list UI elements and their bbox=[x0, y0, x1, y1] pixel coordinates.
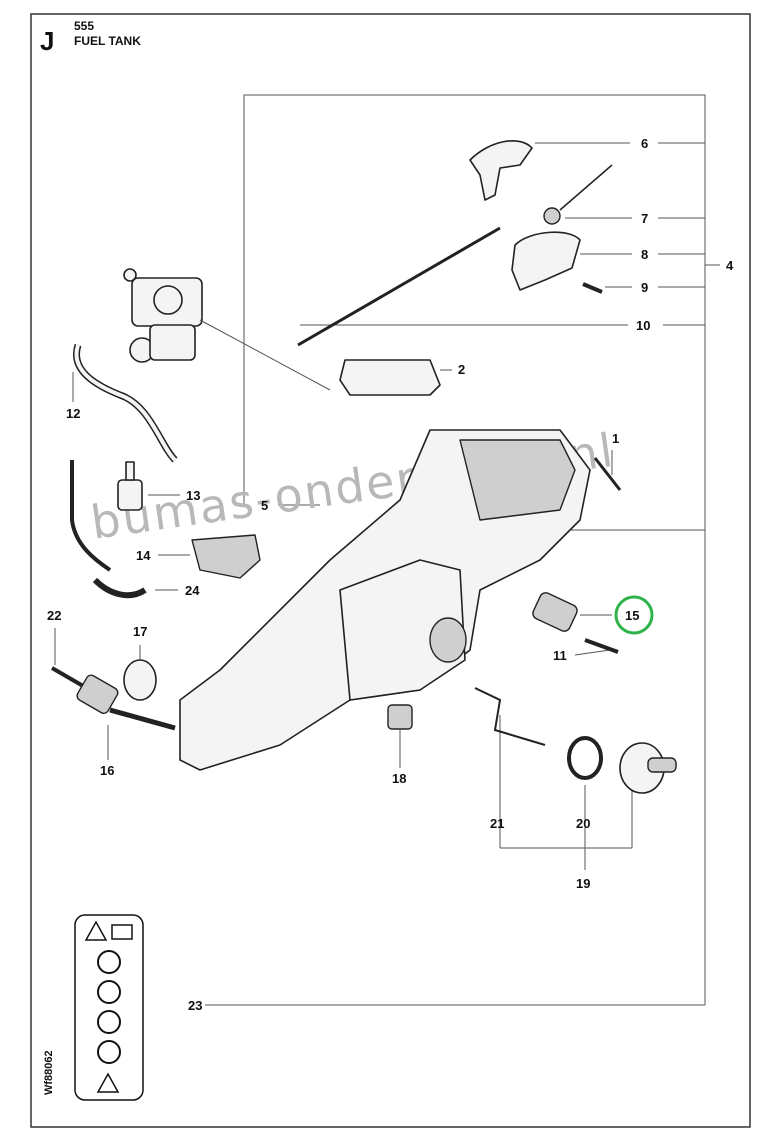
leader-lines bbox=[54, 142, 705, 768]
callout-9[interactable]: 9 bbox=[641, 280, 648, 295]
screw-drawing bbox=[593, 457, 622, 491]
callout-14[interactable]: 14 bbox=[136, 548, 151, 563]
o-ring-drawing bbox=[567, 736, 603, 780]
callout-15[interactable]: 15 bbox=[625, 608, 639, 623]
figure-code: Wf88062 bbox=[43, 1050, 55, 1095]
callout-19[interactable]: 19 bbox=[576, 876, 590, 891]
hose-24-drawing bbox=[92, 577, 147, 599]
bracket-drawing bbox=[339, 359, 441, 396]
callout-13[interactable]: 13 bbox=[186, 488, 200, 503]
highlight-circle bbox=[614, 595, 654, 635]
fuel-filter-drawing bbox=[117, 461, 143, 511]
fuel-tank-body-drawing bbox=[179, 429, 591, 771]
throttle-trigger-drawing bbox=[511, 231, 581, 291]
warning-decal-drawing bbox=[74, 914, 144, 1101]
model-number: 555 bbox=[74, 19, 94, 33]
section-letter: J bbox=[40, 26, 54, 56]
impulse-hose-drawing bbox=[70, 460, 112, 572]
callout-6[interactable]: 6 bbox=[641, 136, 648, 151]
kickback-warning-icon bbox=[96, 1072, 120, 1093]
carburetor-drawing bbox=[123, 268, 331, 391]
warning-triangle-icon bbox=[84, 920, 108, 941]
bushing-drawing bbox=[387, 704, 413, 730]
throttle-lockout-drawing bbox=[469, 140, 533, 201]
callout-5[interactable]: 5 bbox=[261, 498, 268, 513]
callout-10[interactable]: 10 bbox=[636, 318, 650, 333]
callout-16[interactable]: 16 bbox=[100, 763, 114, 778]
fuel-hose-drawing bbox=[73, 343, 178, 463]
ear-protection-icon bbox=[97, 950, 121, 974]
no-one-hand-icon bbox=[97, 1010, 121, 1034]
kickback-icon bbox=[97, 1040, 121, 1064]
callout-22[interactable]: 22 bbox=[47, 608, 61, 623]
fuel-cap-drawing bbox=[619, 742, 677, 794]
callout-20[interactable]: 20 bbox=[576, 816, 590, 831]
callout-1[interactable]: 1 bbox=[612, 431, 619, 446]
callout-12[interactable]: 12 bbox=[66, 406, 80, 421]
screw-11-drawing bbox=[584, 638, 619, 654]
callout-18[interactable]: 18 bbox=[392, 771, 406, 786]
callout-11[interactable]: 11 bbox=[553, 648, 567, 663]
callout-8[interactable]: 8 bbox=[641, 247, 648, 262]
callout-labels: 1 2 4 5 6 7 8 9 10 11 12 13 14 24 22 17 … bbox=[47, 136, 734, 1013]
prohibited-icon bbox=[97, 980, 121, 1004]
callout-4[interactable]: 4 bbox=[726, 258, 734, 273]
spring-drawing bbox=[543, 207, 561, 225]
fuel-pickup-drawing bbox=[474, 687, 546, 746]
av-spring-16-drawing bbox=[50, 666, 176, 731]
diagram-frame bbox=[30, 13, 751, 1128]
callout-21[interactable]: 21 bbox=[490, 816, 504, 831]
callout-17[interactable]: 17 bbox=[133, 624, 147, 639]
av-spring-15-drawing bbox=[532, 592, 578, 632]
callout-23[interactable]: 23 bbox=[188, 998, 202, 1013]
callout-24[interactable]: 24 bbox=[185, 583, 200, 598]
pin-drawing bbox=[582, 282, 603, 294]
rubber-buffer-drawing bbox=[123, 659, 157, 701]
page-title: FUEL TANK bbox=[74, 34, 141, 48]
callout-2[interactable]: 2 bbox=[458, 362, 465, 377]
throttle-rod-drawing bbox=[297, 226, 501, 347]
vibration-pad-drawing bbox=[191, 534, 261, 579]
manual-book-icon bbox=[111, 924, 133, 940]
callout-7[interactable]: 7 bbox=[641, 211, 648, 226]
